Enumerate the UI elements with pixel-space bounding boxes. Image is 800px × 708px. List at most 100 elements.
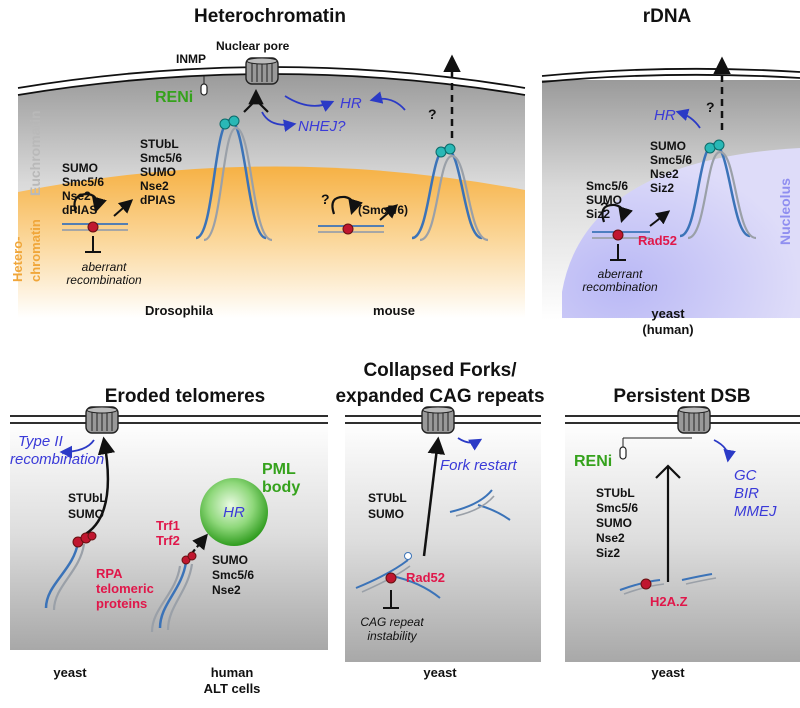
telomere-strand-alt: [150, 551, 197, 633]
nucleolus-region: [562, 148, 800, 318]
dna-loop: [679, 139, 757, 240]
question-mark: ?: [428, 106, 437, 122]
telomere-sumo-factor: Nse2: [212, 583, 241, 597]
dna-break: [62, 221, 128, 233]
cag-label-line1: CAG repeat: [360, 615, 424, 629]
mid-factor-list: STUbL Smc5/6 SUMO Nse2 dPIAS: [140, 137, 182, 207]
question-mark: ?: [321, 191, 330, 207]
fork-factor: STUbL: [368, 491, 407, 505]
svg-text:Nse2: Nse2: [650, 167, 679, 181]
dna-break: [318, 223, 384, 235]
inmp-icon: [200, 83, 208, 96]
hr-label: HR: [654, 107, 676, 124]
svg-text:STUbL: STUbL: [140, 137, 179, 151]
hr-arrow: [284, 95, 335, 112]
organism-yeast: yeast: [651, 665, 685, 680]
dna-loop: [195, 115, 273, 242]
heterochromatin-domain: [18, 166, 525, 318]
type2-label-line2: recombination: [10, 451, 104, 468]
svg-text:Smc5/6: Smc5/6: [140, 151, 182, 165]
heterochromatin-label-line2: chromatin: [28, 219, 43, 282]
svg-text:MMEJ: MMEJ: [734, 503, 777, 520]
telomere-strand: [44, 531, 97, 611]
repair-arrow: [713, 439, 736, 463]
title-collapsed-forks-line1: Collapsed Forks/: [363, 360, 517, 381]
question-mark: ?: [600, 199, 609, 215]
pml-label-line2: body: [262, 479, 300, 496]
nucleus-background: [565, 420, 800, 662]
svg-text:Nse2: Nse2: [62, 189, 91, 203]
question-mark: ?: [706, 99, 715, 115]
recombination-label: recombination: [582, 280, 658, 294]
svg-text:Smc5/6: Smc5/6: [650, 153, 692, 167]
nuclear-pore-icon: [421, 406, 455, 434]
svg-text:Smc5/6: Smc5/6: [62, 175, 104, 189]
organism-human: (human): [642, 322, 693, 337]
svg-text:SUMO: SUMO: [140, 165, 176, 179]
organism-drosophila: Drosophila: [145, 303, 214, 318]
collapsed-fork: [355, 552, 441, 599]
repair-pathway-list: GC BIR MMEJ: [734, 467, 777, 520]
svg-text:SUMO: SUMO: [62, 161, 98, 175]
title-eroded-telomeres: Eroded telomeres: [105, 386, 266, 407]
inmp-icon: [619, 446, 627, 460]
type2-arrow: [59, 439, 95, 459]
svg-text:SUMO: SUMO: [586, 193, 622, 207]
nuclear-pore-label: Nuclear pore: [216, 39, 290, 53]
type2-label-line1: Type II: [18, 433, 63, 450]
dsb-panel: Persistent DSB RENi STUbL Smc5/6 SUMO Ns…: [565, 386, 800, 680]
fork-factor: SUMO: [368, 507, 404, 521]
reni-label: RENi: [155, 89, 193, 106]
svg-text:GC: GC: [734, 467, 757, 484]
title-heterochromatin: Heterochromatin: [194, 6, 346, 27]
trf1-label: Trf1: [156, 518, 180, 533]
rdna-top-factor-list: SUMO Smc5/6 Nse2 Siz2: [650, 139, 692, 195]
hr-label: HR: [340, 95, 362, 112]
heterochromatin-panel: Heterochromatin INMP Nuclear pore RENi H…: [10, 6, 526, 318]
svg-text:SUMO: SUMO: [650, 139, 686, 153]
cag-label-line2: instability: [367, 629, 417, 643]
svg-text:Nse2: Nse2: [140, 179, 169, 193]
restarted-fork: [449, 489, 511, 521]
nhej-label: NHEJ?: [298, 118, 346, 135]
rad52-label: Rad52: [638, 233, 677, 248]
rpa-label-line2: telomeric: [96, 581, 154, 596]
euchromatin-label: Euchromatin: [27, 110, 43, 196]
pml-body: [200, 478, 268, 546]
organism-human: human: [211, 665, 254, 680]
organism-yeast: yeast: [423, 665, 457, 680]
rad52-label: Rad52: [406, 570, 445, 585]
pml-hr-label: HR: [223, 504, 245, 521]
rpa-label-line3: proteins: [96, 596, 147, 611]
nucleolus-label: Nucleolus: [777, 178, 793, 245]
fork-panel: Collapsed Forks/ expanded CAG repeats Fo…: [335, 360, 544, 680]
title-persistent-dsb: Persistent DSB: [613, 386, 750, 407]
fork-restart-arrow: [457, 437, 483, 451]
dna-break: [592, 229, 650, 241]
telomere-factor: STUbL: [68, 491, 107, 505]
aberrant-label: aberrant: [82, 260, 127, 274]
organism-alt-cells: ALT cells: [204, 681, 261, 696]
telomere-sumo-factor: Smc5/6: [212, 568, 254, 582]
left-factor-list: SUMO Smc5/6 Nse2 dPIAS: [62, 161, 104, 217]
organism-yeast: yeast: [53, 665, 87, 680]
svg-text:BIR: BIR: [734, 485, 759, 502]
svg-text:Siz2: Siz2: [596, 546, 620, 560]
inmp-label: INMP: [176, 52, 206, 66]
nuclear-pore-icon: [677, 406, 711, 434]
title-rdna: rDNA: [643, 6, 692, 27]
title-collapsed-forks-line2: expanded CAG repeats: [335, 386, 544, 407]
pml-label-line1: PML: [262, 461, 296, 478]
svg-text:Smc5/6: Smc5/6: [586, 179, 628, 193]
rdna-panel: rDNA HR ? ? Nucleolus SUMO Smc5/6 Nse2 S…: [541, 6, 800, 337]
rpa-label-line1: RPA: [96, 566, 123, 581]
h2az-label: H2A.Z: [650, 594, 688, 609]
svg-text:STUbL: STUbL: [596, 486, 635, 500]
dsb-dna: [619, 573, 717, 595]
nuclear-pore-icon: [245, 57, 279, 85]
telomere-sumo-factor: SUMO: [212, 553, 248, 567]
svg-text:Nse2: Nse2: [596, 531, 625, 545]
fork-restart-label: Fork restart: [440, 457, 518, 474]
svg-text:Siz2: Siz2: [650, 181, 674, 195]
